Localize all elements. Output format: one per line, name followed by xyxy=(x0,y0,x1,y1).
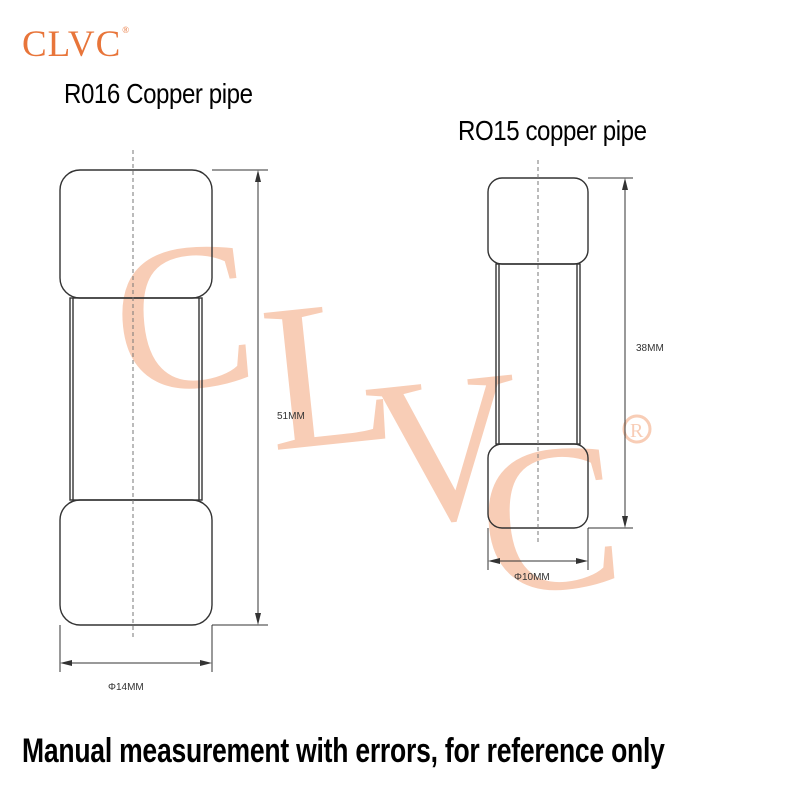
brand-logo: CLVC® xyxy=(22,24,131,65)
watermark-registered-circle xyxy=(622,414,652,444)
r016-title: R016 Copper pipe xyxy=(64,78,253,109)
r016-diameter-arrow-right xyxy=(200,660,212,666)
watermark: C L V C R xyxy=(102,195,652,642)
registered-mark: ® xyxy=(122,25,131,35)
watermark-letter-v: V xyxy=(358,326,533,573)
ro15-length-arrow-bottom xyxy=(622,516,628,528)
ro15-length-arrow-top xyxy=(622,178,628,190)
brand-name: CLVC xyxy=(22,24,122,65)
r016-bottom-cap xyxy=(59,499,213,626)
r016-diameter-label: Φ14MM xyxy=(108,682,144,693)
ro15-length-label: 38MM xyxy=(636,343,664,354)
ro15-diameter-arrow-left xyxy=(488,558,500,564)
r016-length-arrow-top xyxy=(255,170,261,182)
r016-length-arrow-bottom xyxy=(255,613,261,625)
disclaimer-footer: Manual measurement with errors, for refe… xyxy=(22,732,665,770)
ro15-title: RO15 copper pipe xyxy=(458,115,647,146)
ro15-diameter-label: Φ10MM xyxy=(514,572,550,583)
watermark-letter-l: L xyxy=(253,252,405,496)
pipe-r016 xyxy=(59,150,268,672)
ro15-diameter-arrow-right xyxy=(576,558,588,564)
watermark-registered-r: R xyxy=(630,420,644,442)
watermark-letter-c1: C xyxy=(102,195,266,440)
pipe-ro15 xyxy=(487,160,633,570)
watermark-letter-c2: C xyxy=(468,396,632,641)
r016-length-label: 51MM xyxy=(277,411,305,422)
r016-diameter-arrow-left xyxy=(60,660,72,666)
